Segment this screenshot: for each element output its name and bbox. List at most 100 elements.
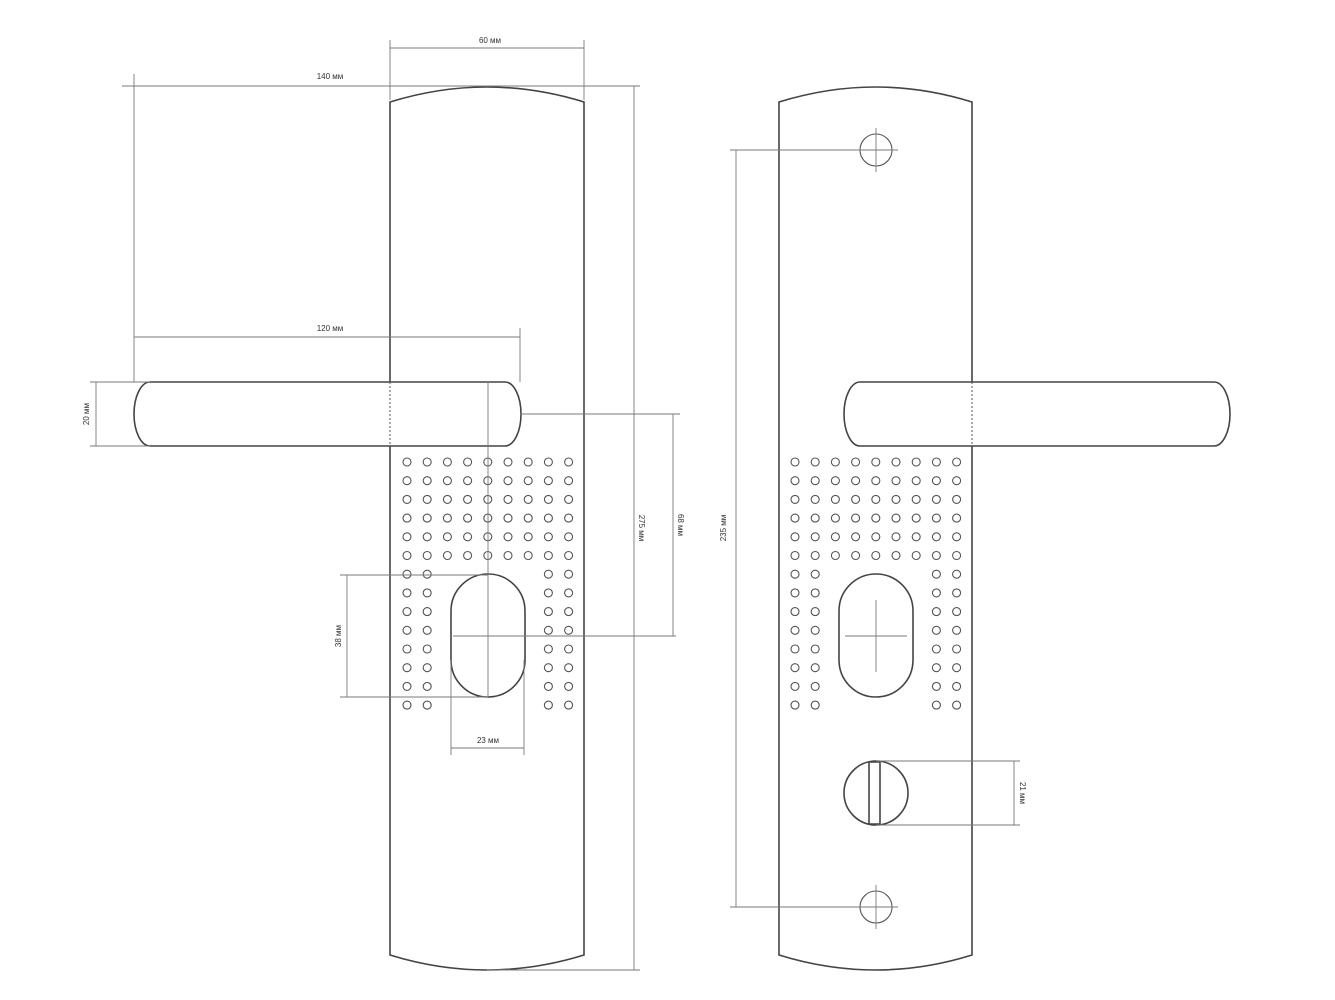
decor-dot — [891, 513, 901, 523]
decor-dot — [523, 513, 533, 523]
right-handle-view: 235 мм 21 мм — [719, 86, 1231, 971]
decor-dot — [871, 457, 881, 467]
decor-dot — [810, 532, 820, 542]
dim-60-label: 60 мм — [479, 36, 501, 45]
decor-dot — [442, 457, 452, 467]
decor-dot — [810, 476, 820, 486]
decor-dot — [463, 494, 473, 504]
decor-dot — [790, 569, 800, 579]
decor-dot — [543, 607, 553, 617]
decor-dot — [402, 663, 412, 673]
decor-dot — [523, 476, 533, 486]
decor-dot — [952, 663, 962, 673]
left-lever-inside — [390, 381, 522, 447]
decor-dot — [422, 588, 432, 598]
decor-dot — [402, 494, 412, 504]
decor-dot — [564, 494, 574, 504]
decor-dot — [422, 457, 432, 467]
decor-dot — [952, 532, 962, 542]
decor-dot — [523, 494, 533, 504]
decor-dot — [543, 681, 553, 691]
decor-dot — [931, 607, 941, 617]
decor-dot — [830, 550, 840, 561]
decor-dot — [543, 700, 553, 710]
decor-dot — [790, 550, 800, 561]
decor-dot — [402, 588, 412, 598]
decor-dot — [931, 663, 941, 673]
decor-dot — [911, 532, 921, 542]
right-lever-inside — [843, 381, 972, 447]
decor-dot — [463, 513, 473, 523]
decor-dot — [543, 550, 553, 561]
decor-dot — [952, 476, 962, 486]
decor-dot — [543, 625, 553, 635]
decor-dot — [402, 569, 412, 579]
decor-dot — [422, 494, 432, 504]
decor-dot — [851, 494, 861, 504]
decor-dot — [402, 457, 412, 467]
decor-dot — [851, 476, 861, 486]
decor-dot — [952, 700, 962, 710]
decor-dot — [891, 494, 901, 504]
decor-dot — [911, 550, 921, 561]
decor-dot — [810, 700, 820, 710]
decor-dot — [463, 532, 473, 542]
dim-275-label: 275 мм — [637, 515, 646, 542]
decor-dot — [810, 494, 820, 504]
decor-dot — [851, 513, 861, 523]
decor-dot — [564, 476, 574, 486]
left-handle-view: 60 мм 140 мм 120 мм 20 мм 275 мм 68 мм 3… — [82, 36, 685, 971]
decor-dot — [422, 681, 432, 691]
decor-dot — [422, 644, 432, 654]
decor-dot — [564, 513, 574, 523]
right-lever — [972, 381, 1231, 447]
decor-dot — [402, 625, 412, 635]
dim-235-label: 235 мм — [719, 515, 728, 542]
decor-dot — [564, 625, 574, 635]
decor-dot — [830, 457, 840, 467]
decor-dot — [503, 457, 513, 467]
decor-dot — [931, 494, 941, 504]
decor-dot — [931, 513, 941, 523]
decor-dot — [422, 550, 432, 561]
decor-dot — [810, 588, 820, 598]
decor-dot — [810, 550, 820, 561]
decor-dot — [952, 644, 962, 654]
decor-dot — [931, 457, 941, 467]
decor-dot — [810, 681, 820, 691]
decor-dot — [790, 663, 800, 673]
decor-dot — [422, 625, 432, 635]
decor-dot — [402, 513, 412, 523]
decor-dot — [952, 494, 962, 504]
decor-dot — [564, 607, 574, 617]
decor-dot — [871, 476, 881, 486]
decor-dot — [871, 494, 881, 504]
decor-dot — [564, 550, 574, 561]
decor-dot — [810, 644, 820, 654]
turn-knob-slot — [868, 761, 881, 825]
decor-dot — [442, 494, 452, 504]
decor-dot — [952, 607, 962, 617]
decor-dot — [790, 494, 800, 504]
dim-68-label: 68 мм — [676, 514, 685, 536]
decor-dot — [830, 532, 840, 542]
decor-dot — [810, 457, 820, 467]
decor-dot — [931, 588, 941, 598]
decor-dot — [952, 681, 962, 691]
decor-dot — [422, 663, 432, 673]
decor-dot — [830, 494, 840, 504]
decor-dot — [422, 513, 432, 523]
decor-dot — [442, 532, 452, 542]
decor-dot — [564, 663, 574, 673]
decor-dot — [543, 663, 553, 673]
decor-dot — [810, 569, 820, 579]
decor-dot — [810, 513, 820, 523]
decor-dot — [564, 681, 574, 691]
decor-dot — [830, 476, 840, 486]
decor-dot — [564, 569, 574, 579]
decor-dot — [810, 625, 820, 635]
decor-dot — [402, 644, 412, 654]
decor-dot — [463, 476, 473, 486]
decor-dot — [523, 550, 533, 561]
